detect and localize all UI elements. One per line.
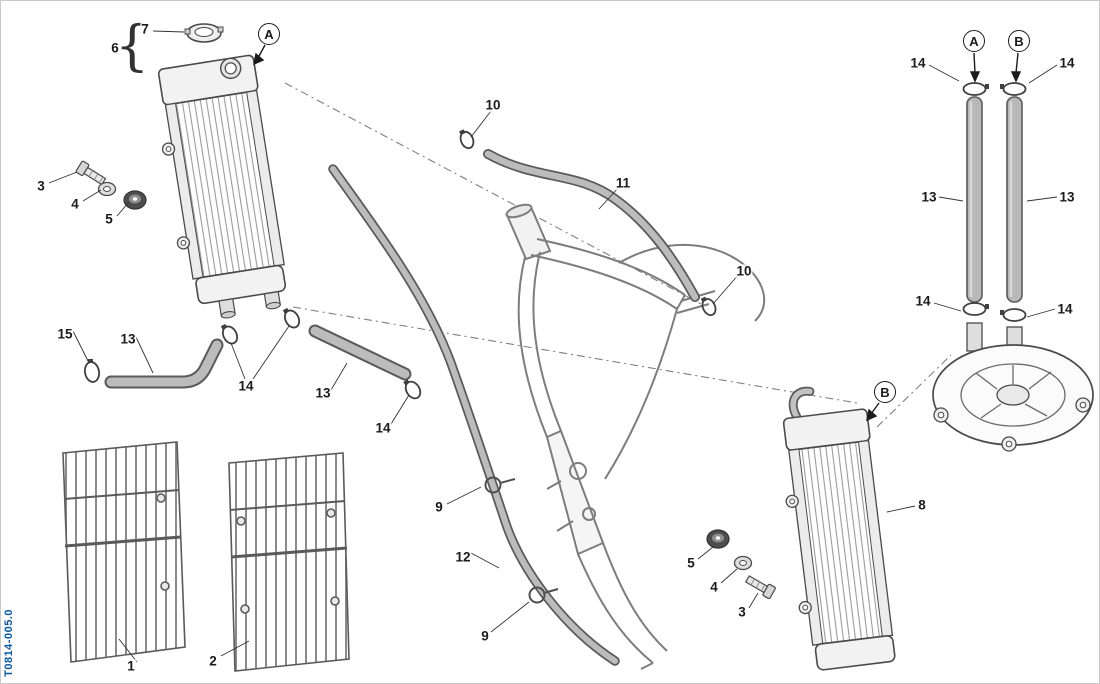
part-label-8: 8: [917, 497, 927, 513]
water-pump-cover: [932, 322, 1094, 452]
clamp-14-left-b: [282, 307, 301, 329]
hose-11: [483, 149, 700, 302]
part-label-5-left: 5: [104, 211, 114, 227]
hose-13-vertical-a: [966, 96, 983, 303]
label-leader-lines: [48, 30, 1058, 663]
part-label-14-left: 14: [237, 378, 255, 394]
callout-a-top: A: [963, 30, 985, 52]
clamp-14-top-a: [962, 82, 989, 96]
part-label-15: 15: [56, 326, 74, 342]
clamp-14-bottom-b: [1000, 308, 1027, 322]
part-label-10-lower: 10: [735, 263, 753, 279]
callout-arrows: [253, 44, 1022, 422]
callout-b-top: B: [1008, 30, 1030, 52]
radiator-guard-2: [228, 452, 350, 672]
part-label-13-vert-a: 13: [920, 189, 938, 205]
part-label-1: 1: [126, 658, 136, 674]
washer-4-right: [733, 555, 753, 571]
part-label-2: 2: [208, 653, 218, 669]
part-label-11: 11: [614, 175, 632, 191]
radiator-cap-7: [184, 23, 224, 43]
hose-13-elbow: [104, 338, 224, 389]
part-label-4-left: 4: [70, 196, 80, 212]
clamp-10-lower: [700, 296, 717, 317]
part-label-14-top-b: 14: [1058, 55, 1076, 71]
clamp-14-middle: [403, 379, 422, 400]
clamp-10-upper: [459, 129, 475, 150]
grommet-5-right: [706, 529, 730, 549]
hose-13-middle: [308, 324, 412, 381]
clamp-14-bottom-a: [962, 302, 989, 316]
part-label-3-right: 3: [737, 604, 747, 620]
motorcycle-frame: [505, 203, 766, 670]
grommet-5-left: [123, 190, 147, 210]
radiator-right: [782, 386, 896, 671]
drawing-code: T0814-005.0: [3, 609, 15, 677]
washer-4-left: [97, 181, 117, 197]
part-label-14-middle: 14: [374, 420, 392, 436]
hose-guide-9-upper: [484, 476, 516, 494]
radiator-left: [157, 54, 287, 319]
hose-guide-9-lower: [528, 586, 559, 604]
clamp-15: [83, 359, 101, 383]
part-label-6: 6: [110, 40, 120, 56]
part-label-9-upper: 9: [434, 499, 444, 515]
part-label-7: 7: [140, 21, 150, 37]
radiator-guard-1: [62, 441, 186, 663]
part-label-9-lower: 9: [480, 628, 490, 644]
alignment-dash-lines: [284, 82, 952, 428]
bolt-3-right: [744, 575, 776, 600]
clamp-14-left-a: [220, 323, 239, 345]
callout-b-right: B: [874, 381, 896, 403]
part-label-5-right: 5: [686, 555, 696, 571]
part-label-14-bot-a: 14: [914, 293, 932, 309]
hose-13-vertical-b: [1006, 96, 1023, 303]
clamp-14-top-b: [1000, 82, 1027, 96]
bolt-3-left: [75, 160, 107, 186]
hose-12: [328, 164, 620, 666]
part-label-3-left: 3: [36, 178, 46, 194]
part-label-13-vert-b: 13: [1058, 189, 1076, 205]
part-label-13-middle: 13: [314, 385, 332, 401]
part-label-14-top-a: 14: [909, 55, 927, 71]
part-label-10-upper: 10: [484, 97, 502, 113]
part-label-12: 12: [454, 549, 472, 565]
part-label-4-right: 4: [709, 579, 719, 595]
part-label-13-elbow: 13: [119, 331, 137, 347]
callout-a-left: A: [258, 23, 280, 45]
part-label-14-bot-b: 14: [1056, 301, 1074, 317]
